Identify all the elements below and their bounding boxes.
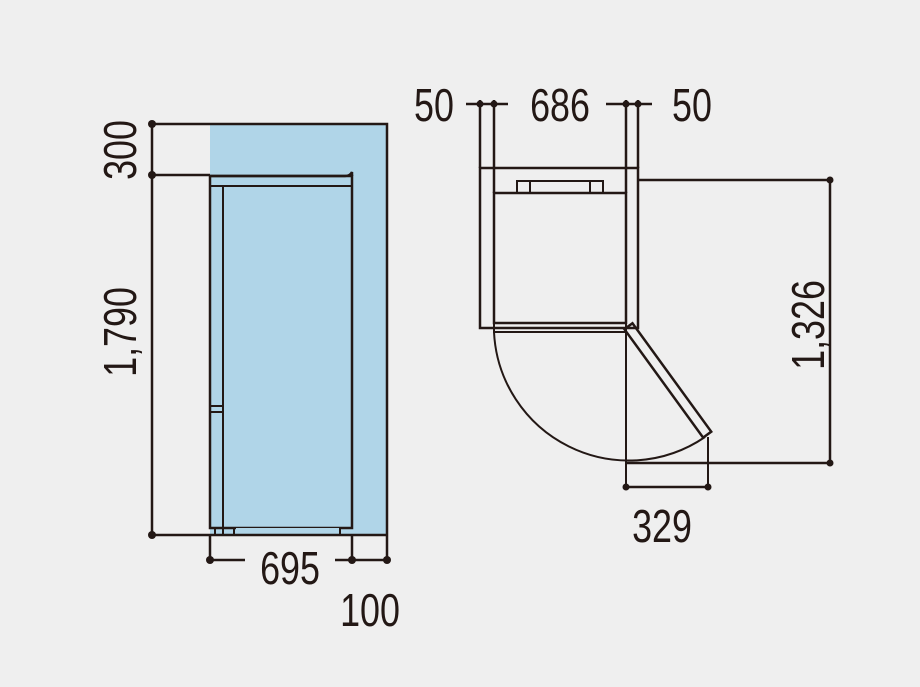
door-swing-arc (493, 331, 706, 462)
top-depth-label: 1,326 (783, 280, 834, 370)
side-height-label: 1,790 (95, 287, 146, 377)
side-clearance-top-label: 300 (95, 120, 146, 180)
open-door (622, 321, 713, 440)
side-view: 300 1,790 695 100 (95, 120, 400, 636)
side-clearance-area (210, 124, 387, 535)
top-clearance-right-label: 50 (672, 80, 712, 131)
top-clearance-area (478, 166, 640, 330)
top-width-label: 686 (530, 80, 590, 131)
top-view: 50 686 50 1,326 329 (414, 80, 834, 552)
top-clearance-left-label: 50 (414, 80, 454, 131)
door-swing-label: 329 (632, 501, 692, 552)
side-width-label: 695 (260, 543, 320, 594)
side-clearance-back-label: 100 (340, 585, 400, 636)
